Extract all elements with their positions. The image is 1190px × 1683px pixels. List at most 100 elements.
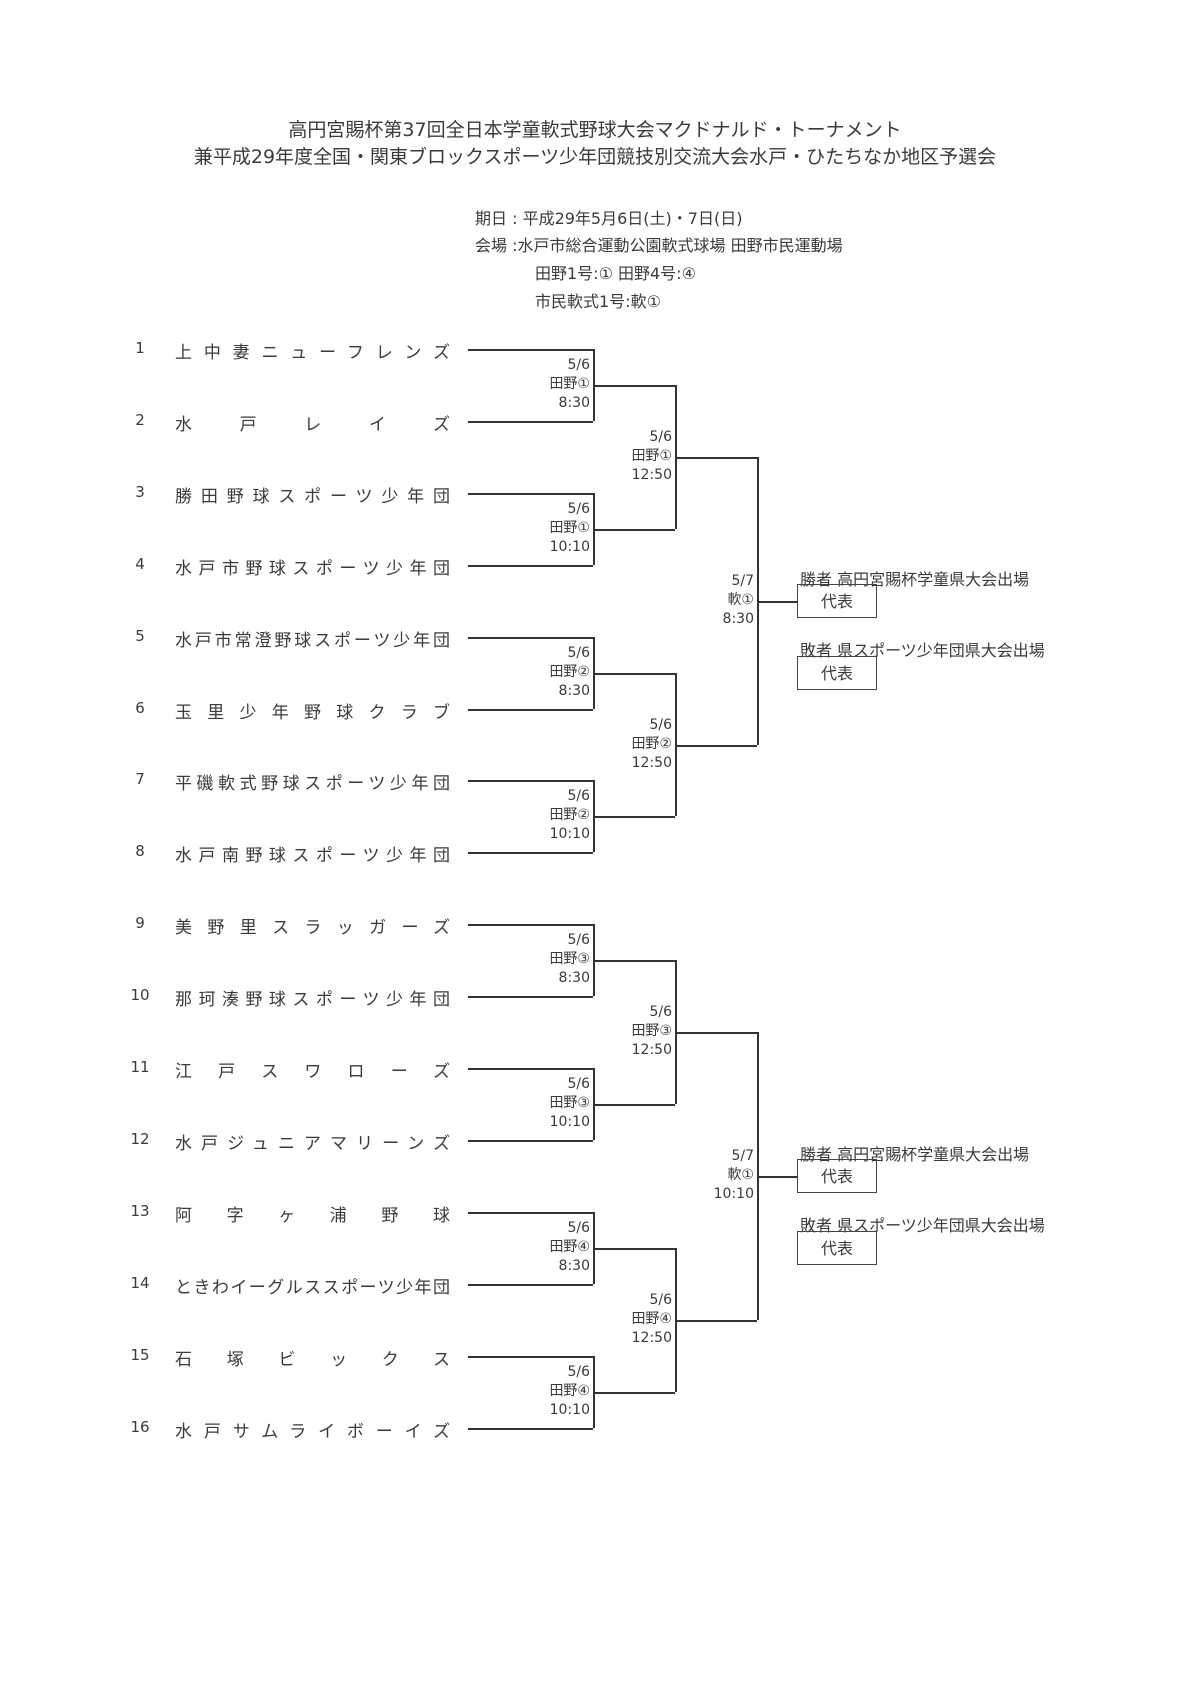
bracket-line [468, 349, 593, 351]
bracket-line [757, 1176, 797, 1178]
team-name: 上中妻ニューフレンズ [175, 343, 462, 363]
event-venue: 会場 :水戸市総合運動公園軟式球場 田野市民運動場 [475, 236, 843, 255]
match-venue: 軟① [727, 1167, 754, 1183]
match-venue: 田野② [549, 664, 590, 680]
team-number: 7 [135, 770, 145, 788]
team-name: 勝田野球スポーツ少年団 [175, 487, 459, 507]
match-time: 8:30 [558, 683, 590, 699]
team-number: 11 [130, 1058, 150, 1076]
bracket-line [468, 493, 593, 495]
bracket-line [593, 1248, 675, 1250]
match-date: 5/6 [649, 429, 672, 445]
bracket-line [593, 960, 675, 962]
bracket-line [468, 852, 593, 854]
match-date: 5/6 [567, 645, 590, 661]
match-time: 10:10 [549, 826, 590, 842]
team-number: 15 [130, 1346, 150, 1364]
team-number: 10 [130, 986, 150, 1004]
team-number: 5 [135, 627, 145, 645]
team-name: ときわイーグルススポーツ少年団 [175, 1278, 452, 1298]
match-date: 5/6 [567, 788, 590, 804]
team-name: 水戸市常澄野球スポーツ少年団 [175, 631, 453, 651]
match-venue: 田野③ [631, 1023, 672, 1039]
bracket-line [675, 1032, 757, 1034]
winner-box: 代表 [797, 1159, 877, 1193]
title-line-1: 高円宮賜杯第37回全日本学童軟式野球大会マクドナルド・トーナメント [288, 119, 902, 141]
match-time: 12:50 [631, 755, 672, 771]
match-date: 5/7 [731, 573, 754, 589]
bracket-line [468, 780, 593, 782]
event-date: 期日 : 平成29年5月6日(土)・7日(日) [475, 209, 743, 228]
match-time: 12:50 [631, 467, 672, 483]
match-date: 5/6 [649, 1004, 672, 1020]
match-time: 12:50 [631, 1330, 672, 1346]
team-name: 水戸南野球スポーツ少年団 [175, 846, 457, 866]
bracket-line [468, 637, 593, 639]
match-venue: 田野② [631, 736, 672, 752]
match-time: 12:50 [631, 1042, 672, 1058]
loser-box: 代表 [797, 1231, 877, 1265]
team-name: 水戸市野球スポーツ少年団 [175, 559, 457, 579]
match-time: 10:10 [713, 1186, 754, 1202]
bracket-line [675, 745, 757, 747]
match-venue: 田野③ [549, 951, 590, 967]
match-venue: 田野① [549, 376, 590, 392]
bracket-line [468, 565, 593, 567]
bracket-line [468, 1356, 593, 1358]
match-time: 8:30 [558, 970, 590, 986]
team-name: 阿字ヶ浦野球 [175, 1206, 485, 1226]
match-time: 8:30 [722, 611, 754, 627]
team-name: 江戸スワローズ [175, 1062, 477, 1082]
loser-text: 敗者 県スポーツ少年団県大会出場 [800, 641, 1045, 660]
bracket-line [593, 529, 675, 531]
match-date: 5/6 [567, 1220, 590, 1236]
bracket-line [675, 1320, 757, 1322]
match-time: 8:30 [558, 1258, 590, 1274]
team-number: 9 [135, 914, 145, 932]
bracket-line [675, 457, 757, 459]
match-date: 5/6 [567, 932, 590, 948]
team-number: 2 [135, 411, 145, 429]
bracket-line [593, 1104, 675, 1106]
match-date: 5/6 [649, 1292, 672, 1308]
bracket-line [675, 673, 677, 816]
match-date: 5/6 [567, 1076, 590, 1092]
winner-box: 代表 [797, 584, 877, 618]
match-venue: 田野③ [549, 1095, 590, 1111]
team-number: 14 [130, 1274, 150, 1292]
loser-text: 敗者 県スポーツ少年団県大会出場 [800, 1216, 1045, 1235]
match-date: 5/6 [567, 1364, 590, 1380]
team-number: 1 [135, 339, 145, 357]
match-venue: 軟① [727, 592, 754, 608]
team-number: 8 [135, 842, 145, 860]
match-date: 5/7 [731, 1148, 754, 1164]
loser-box: 代表 [797, 656, 877, 690]
match-date: 5/6 [567, 357, 590, 373]
bracket-line [468, 1068, 593, 1070]
bracket-line [593, 385, 675, 387]
team-name: 美野里スラッガーズ [175, 918, 466, 938]
match-date: 5/6 [649, 717, 672, 733]
match-date: 5/6 [567, 501, 590, 517]
bracket-line [468, 1428, 593, 1430]
team-name: 那珂湊野球スポーツ少年団 [175, 990, 457, 1010]
team-number: 13 [130, 1202, 150, 1220]
venue-codes-2: 市民軟式1号:軟① [535, 292, 661, 311]
match-time: 10:10 [549, 1402, 590, 1418]
match-time: 8:30 [558, 395, 590, 411]
match-time: 10:10 [549, 1114, 590, 1130]
team-name: 水戸サムライボーイズ [175, 1422, 462, 1442]
bracket-line [468, 1284, 593, 1286]
title-line-2: 兼平成29年度全国・関東ブロックスポーツ少年団競技別交流大会水戸・ひたちなか地区… [193, 146, 997, 168]
match-venue: 田野④ [549, 1383, 590, 1399]
team-number: 16 [130, 1418, 150, 1436]
bracket-line [468, 924, 593, 926]
match-venue: 田野① [631, 448, 672, 464]
team-number: 3 [135, 483, 145, 501]
match-venue: 田野④ [631, 1311, 672, 1327]
bracket-line [468, 1212, 593, 1214]
venue-codes-1: 田野1号:① 田野4号:④ [535, 264, 696, 283]
match-venue: 田野② [549, 807, 590, 823]
bracket-line [593, 816, 675, 818]
